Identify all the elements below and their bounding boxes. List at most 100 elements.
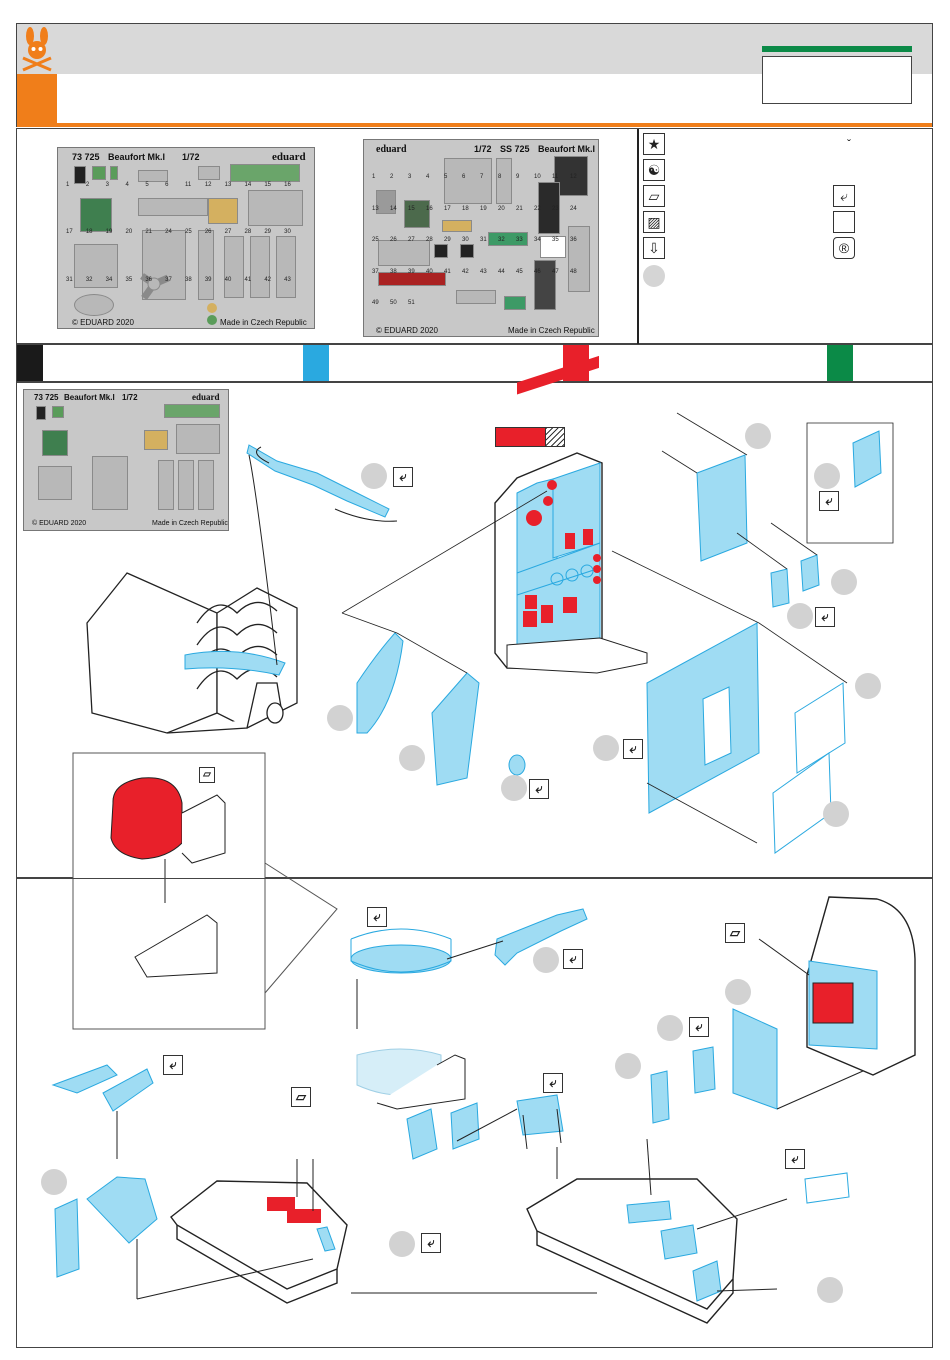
fret-part (198, 460, 214, 510)
fret-part-number: 21 (145, 229, 153, 236)
fret-part (444, 158, 492, 204)
fret-part (230, 164, 300, 182)
fret-part-number: 19 (480, 205, 487, 212)
bend-icon: ⤶ (529, 779, 549, 799)
fret-part (250, 236, 270, 298)
fret-part-number: 46 (534, 268, 541, 275)
bend-icon: ⤶ (623, 739, 643, 759)
bend-icon: ⤶ (833, 185, 855, 207)
step-circle (745, 423, 771, 449)
fret-name: Beaufort Mk.I (538, 144, 596, 154)
fret-part-number: 14 (390, 205, 397, 212)
fret-divider (637, 129, 639, 345)
fret-part (74, 166, 86, 184)
fret-part-number: 50 (390, 300, 397, 307)
fret-part-number: 13 (372, 205, 379, 212)
fret-part-number: 42 (462, 268, 469, 275)
header-orange-line (17, 123, 932, 127)
fret-part-number: 29 (264, 229, 272, 236)
fret-part (110, 166, 118, 180)
fret-part-number: 41 (444, 268, 451, 275)
fret-part (538, 182, 560, 234)
fret-part-number: 30 (462, 237, 469, 244)
fret-part-number: 19 (105, 229, 113, 236)
step-circle (817, 1277, 843, 1303)
fret-part-number: 9 (516, 174, 520, 180)
fret-part-number: 12 (204, 182, 212, 188)
fret-part-number: 25 (185, 229, 192, 236)
fret-part-number: 11 (185, 182, 192, 188)
fret-part-number: 36 (570, 237, 577, 244)
fret-part-number: 29 (444, 237, 451, 244)
step-circle (725, 979, 751, 1005)
fret-part (144, 430, 168, 450)
header-orange-block (17, 74, 57, 125)
header-green-strip (762, 46, 912, 52)
fret-part-number: 15 (408, 205, 415, 212)
fret-part-number: 33 (516, 237, 523, 244)
fret-copyright: © EDUARD 2020 (72, 318, 134, 327)
fret-part-number: 21 (516, 205, 523, 212)
fret-part-number: 16 (284, 182, 291, 188)
fret-part-number: 25 (372, 237, 379, 244)
hatched-icon: ▨ (643, 211, 665, 233)
blank-square-icon (833, 211, 855, 233)
brand-logo (17, 24, 57, 74)
fret-part-number: 3 (105, 182, 109, 188)
step-circle (361, 463, 387, 489)
fret-part-number: 38 (185, 276, 192, 283)
step-circle (823, 801, 849, 827)
parallelogram-icon: ▱ (199, 767, 215, 783)
step-circle (855, 673, 881, 699)
fret-part-number: 30 (284, 229, 291, 236)
fret-part-number: 18 (85, 229, 93, 236)
fret-part-number: 38 (390, 268, 397, 275)
fret-part (74, 294, 114, 316)
fret-part-number: 48 (570, 268, 577, 275)
bend-icon: ⤶ (393, 467, 413, 487)
yin-yang-icon: ☯ (643, 159, 665, 181)
fret-part-number: 34 (105, 276, 113, 283)
fret-part (92, 166, 106, 180)
fret-part-number: 42 (264, 276, 272, 283)
bend-icon: ⤶ (543, 1073, 563, 1093)
fret-part-number: 13 (224, 182, 232, 188)
fret-part (142, 230, 186, 300)
fret-catalog: 73 725 (72, 152, 100, 162)
fret-name: Beaufort Mk.I (64, 393, 115, 402)
step-circle (389, 1231, 415, 1257)
parallelogram-icon: ▱ (643, 185, 665, 207)
fret-maker: eduard (272, 151, 306, 163)
drill-icon: ⇩ (643, 237, 665, 259)
fret-part-number: 2 (85, 182, 90, 188)
fret-section: 73 725 Beaufort Mk.I 1/72 eduard (16, 128, 933, 345)
bend-icon: ⤶ (367, 907, 387, 927)
step-panel-1: 73 725 Beaufort Mk.I 1/72 eduard © EDUAR… (16, 355, 933, 1030)
fret-part-number: 3 (408, 174, 412, 180)
fret-part-number: 17 (66, 229, 73, 236)
fret-part-number: 43 (284, 276, 291, 283)
black-swatch (17, 345, 43, 381)
fret-part-number: 18 (462, 205, 469, 212)
fret-part-number: 6 (462, 174, 466, 180)
fret-part (540, 236, 566, 258)
green-swatch (827, 345, 853, 381)
fret-made-in: Made in Czech Republic (508, 326, 595, 335)
star-icon: ★ (643, 133, 665, 155)
fret-name: Beaufort Mk.I (108, 152, 166, 162)
fret-part-number: 43 (480, 268, 487, 275)
r-logo-icon: ® (833, 237, 855, 259)
fret-part (248, 190, 303, 226)
fret-part (488, 232, 528, 246)
step-circle (41, 1169, 67, 1195)
fret-part-number: 35 (552, 237, 559, 244)
fret-scale: 1/72 (474, 144, 492, 154)
fret-part-number: 5 (444, 174, 448, 180)
fret-part-number: 10 (534, 174, 541, 180)
hatched-icon (545, 427, 565, 447)
fret-part (158, 460, 174, 510)
step-circle (657, 1015, 683, 1041)
fret-made-in: Made in Czech Republic (152, 520, 228, 527)
fret-73725: 73 725 Beaufort Mk.I 1/72 eduard (57, 147, 315, 329)
fret-part (138, 198, 208, 216)
